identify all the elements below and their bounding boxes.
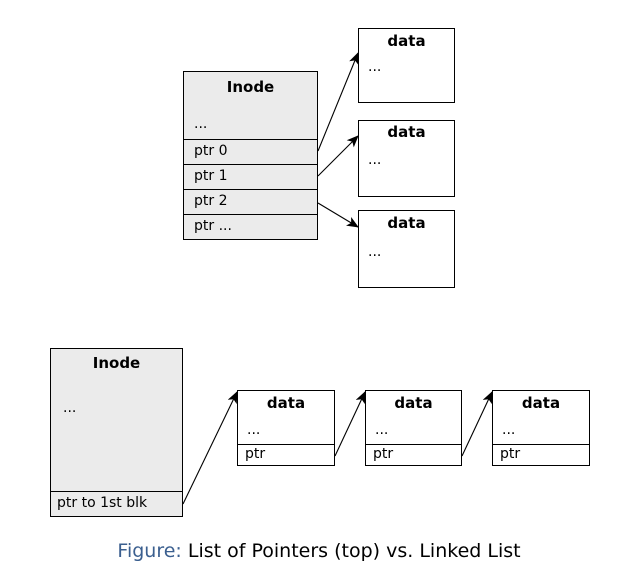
data-block-ellipsis: ... (247, 422, 261, 438)
bottom-data-block-1: data ... ptr (237, 390, 335, 466)
arrow-ptr0-to-data1 (317, 52, 359, 152)
data-block-title: data (387, 32, 426, 50)
data-block-ellipsis: ... (368, 152, 382, 168)
data-block-ellipsis: ... (368, 59, 382, 75)
divider (184, 189, 317, 190)
top-inode-title: Inode (226, 78, 275, 96)
top-data-block-1: data ... (358, 28, 455, 103)
top-data-block-2: data ... (358, 120, 455, 197)
top-data-block-3: data ... (358, 210, 455, 288)
top-inode-ellipsis: ... (194, 116, 208, 132)
bottom-inode-title: Inode (92, 354, 141, 372)
arrow-inode-to-block1 (182, 391, 238, 505)
data-block-ellipsis: ... (368, 244, 382, 260)
top-inode-ptr-0: ptr 0 (194, 143, 228, 159)
data-block-ellipsis: ... (375, 422, 389, 438)
bottom-inode-box: Inode ... ptr to 1st blk (50, 348, 183, 517)
arrow-ptr2-to-data3 (317, 202, 359, 228)
divider (184, 164, 317, 165)
bottom-data-block-3: data ... ptr (492, 390, 590, 466)
top-inode-ptr-more: ptr ... (194, 218, 232, 234)
figure-caption: Figure: List of Pointers (top) vs. Linke… (0, 540, 638, 562)
arrow-block2-to-block3 (461, 391, 493, 457)
divider (238, 444, 334, 445)
data-block-title: data (394, 394, 433, 412)
divider (366, 444, 461, 445)
divider (493, 444, 589, 445)
caption-text: List of Pointers (top) vs. Linked List (187, 540, 521, 562)
divider (184, 139, 317, 140)
data-block-ptr: ptr (373, 446, 394, 462)
data-block-title: data (521, 394, 561, 412)
divider (51, 491, 182, 492)
bottom-data-block-2: data ... ptr (365, 390, 462, 466)
data-block-title: data (387, 214, 426, 232)
divider (184, 214, 317, 215)
bottom-inode-ellipsis: ... (63, 400, 77, 416)
top-inode-ptr-2: ptr 2 (194, 193, 228, 209)
data-block-title: data (387, 123, 426, 141)
data-block-title: data (266, 394, 306, 412)
arrow-block1-to-block2 (334, 391, 366, 457)
top-inode-box: Inode ... ptr 0 ptr 1 ptr 2 ptr ... (183, 71, 318, 240)
bottom-inode-ptr: ptr to 1st blk (57, 495, 148, 511)
data-block-ptr: ptr (245, 446, 266, 462)
data-block-ellipsis: ... (502, 422, 516, 438)
top-inode-ptr-1: ptr 1 (194, 168, 228, 184)
caption-prefix: Figure: (117, 540, 182, 562)
data-block-ptr: ptr (500, 446, 521, 462)
arrow-ptr1-to-data2 (317, 135, 359, 177)
